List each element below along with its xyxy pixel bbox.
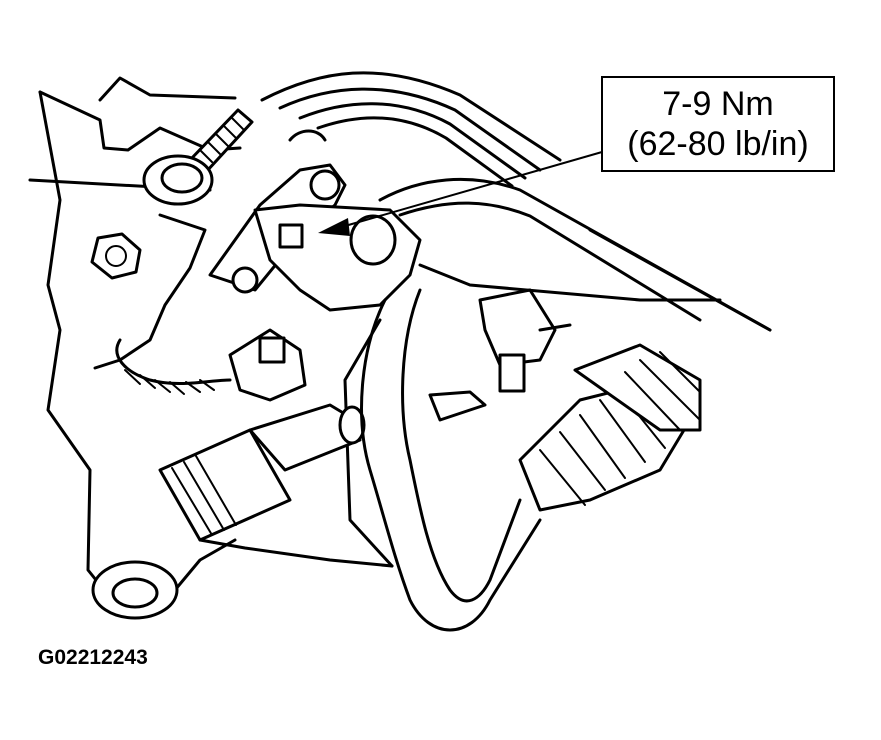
- figure-id-label: G02212243: [38, 646, 148, 669]
- torque-value-nm: 7-9 Nm: [662, 85, 774, 123]
- corrugated-boot: [518, 343, 702, 512]
- torque-leader-arrow: [318, 151, 603, 236]
- vacuum-hose: [158, 403, 366, 542]
- hex-bolt-head: [90, 232, 142, 280]
- hose-clamp: [478, 288, 572, 393]
- sensor-mount-flange: [208, 129, 422, 312]
- wiring-connector: [115, 328, 307, 402]
- engine-bracket-housing: [28, 76, 394, 612]
- frame-rail: [418, 228, 772, 332]
- heater-hose: [360, 288, 542, 632]
- torque-spec-callout: 7-9 Nm (62-80 lb/in): [601, 76, 835, 172]
- mount-bushing: [91, 560, 179, 620]
- drive-pulley: [260, 71, 772, 332]
- threaded-stud: [142, 108, 254, 206]
- torque-value-lbin: (62-80 lb/in): [627, 125, 809, 163]
